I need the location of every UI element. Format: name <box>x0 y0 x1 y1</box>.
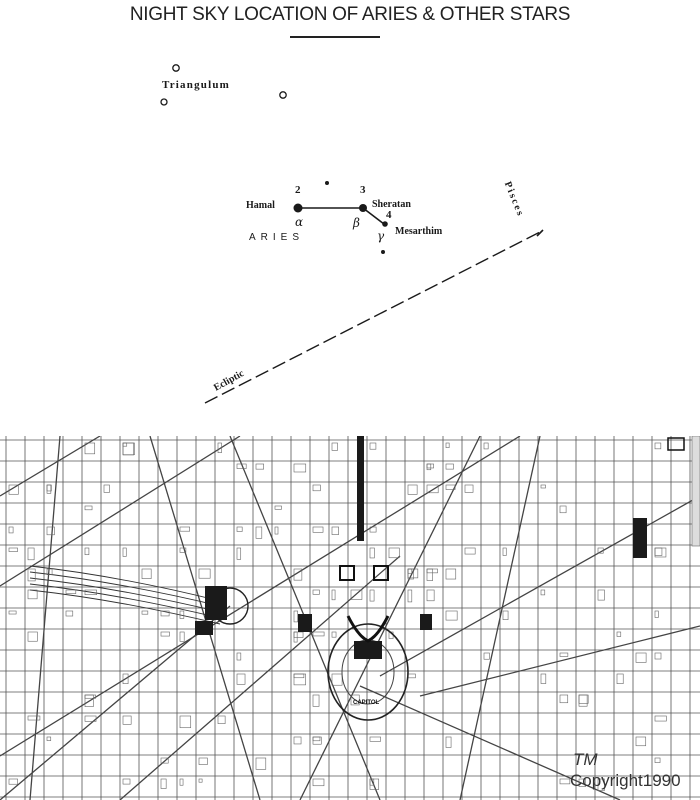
street-map <box>0 436 700 800</box>
mesarthim-label: Mesarthim <box>395 226 443 237</box>
star-chart <box>160 64 544 404</box>
aries-line-sheratan-mesarthim <box>362 207 385 225</box>
triangulum-star-top <box>172 64 180 72</box>
triangulum-star-left <box>160 98 168 106</box>
hamal-label: Hamal <box>246 200 275 211</box>
aries-label: ARIES <box>249 232 305 243</box>
sheratan-label: Sheratan <box>372 199 411 210</box>
city-blocks <box>8 442 667 791</box>
triangulum-star-right <box>279 91 287 99</box>
sheratan-number: 3 <box>360 184 366 196</box>
copyright-notice: Copyright1990 <box>570 771 681 790</box>
mall-axis <box>357 436 364 541</box>
triangulum-label: Triangulum <box>162 79 231 91</box>
aries-faint-star-lower <box>381 250 385 254</box>
capitol-building <box>354 641 382 659</box>
ecliptic-line <box>204 231 541 404</box>
ecliptic-end-tick <box>536 229 544 237</box>
mesarthim-greek-letter: γ <box>377 229 385 243</box>
aries-faint-star-upper <box>325 181 329 185</box>
hamal-star <box>293 203 303 213</box>
title-underline <box>290 36 380 38</box>
trademark-mark: TM <box>573 750 598 769</box>
page-title: NIGHT SKY LOCATION OF ARIES & OTHER STAR… <box>129 4 571 25</box>
mesarthim-star <box>382 221 388 227</box>
sheratan-greek-letter: β <box>353 216 360 230</box>
sheratan-star <box>359 204 367 212</box>
capitol-label: CAPITOL <box>353 700 380 706</box>
hamal-number: 2 <box>295 184 301 196</box>
mesarthim-number: 4 <box>386 209 392 221</box>
avenue-diagonals <box>0 436 700 800</box>
hamal-greek-letter: α <box>295 215 304 229</box>
capitol-grounds <box>327 623 409 721</box>
